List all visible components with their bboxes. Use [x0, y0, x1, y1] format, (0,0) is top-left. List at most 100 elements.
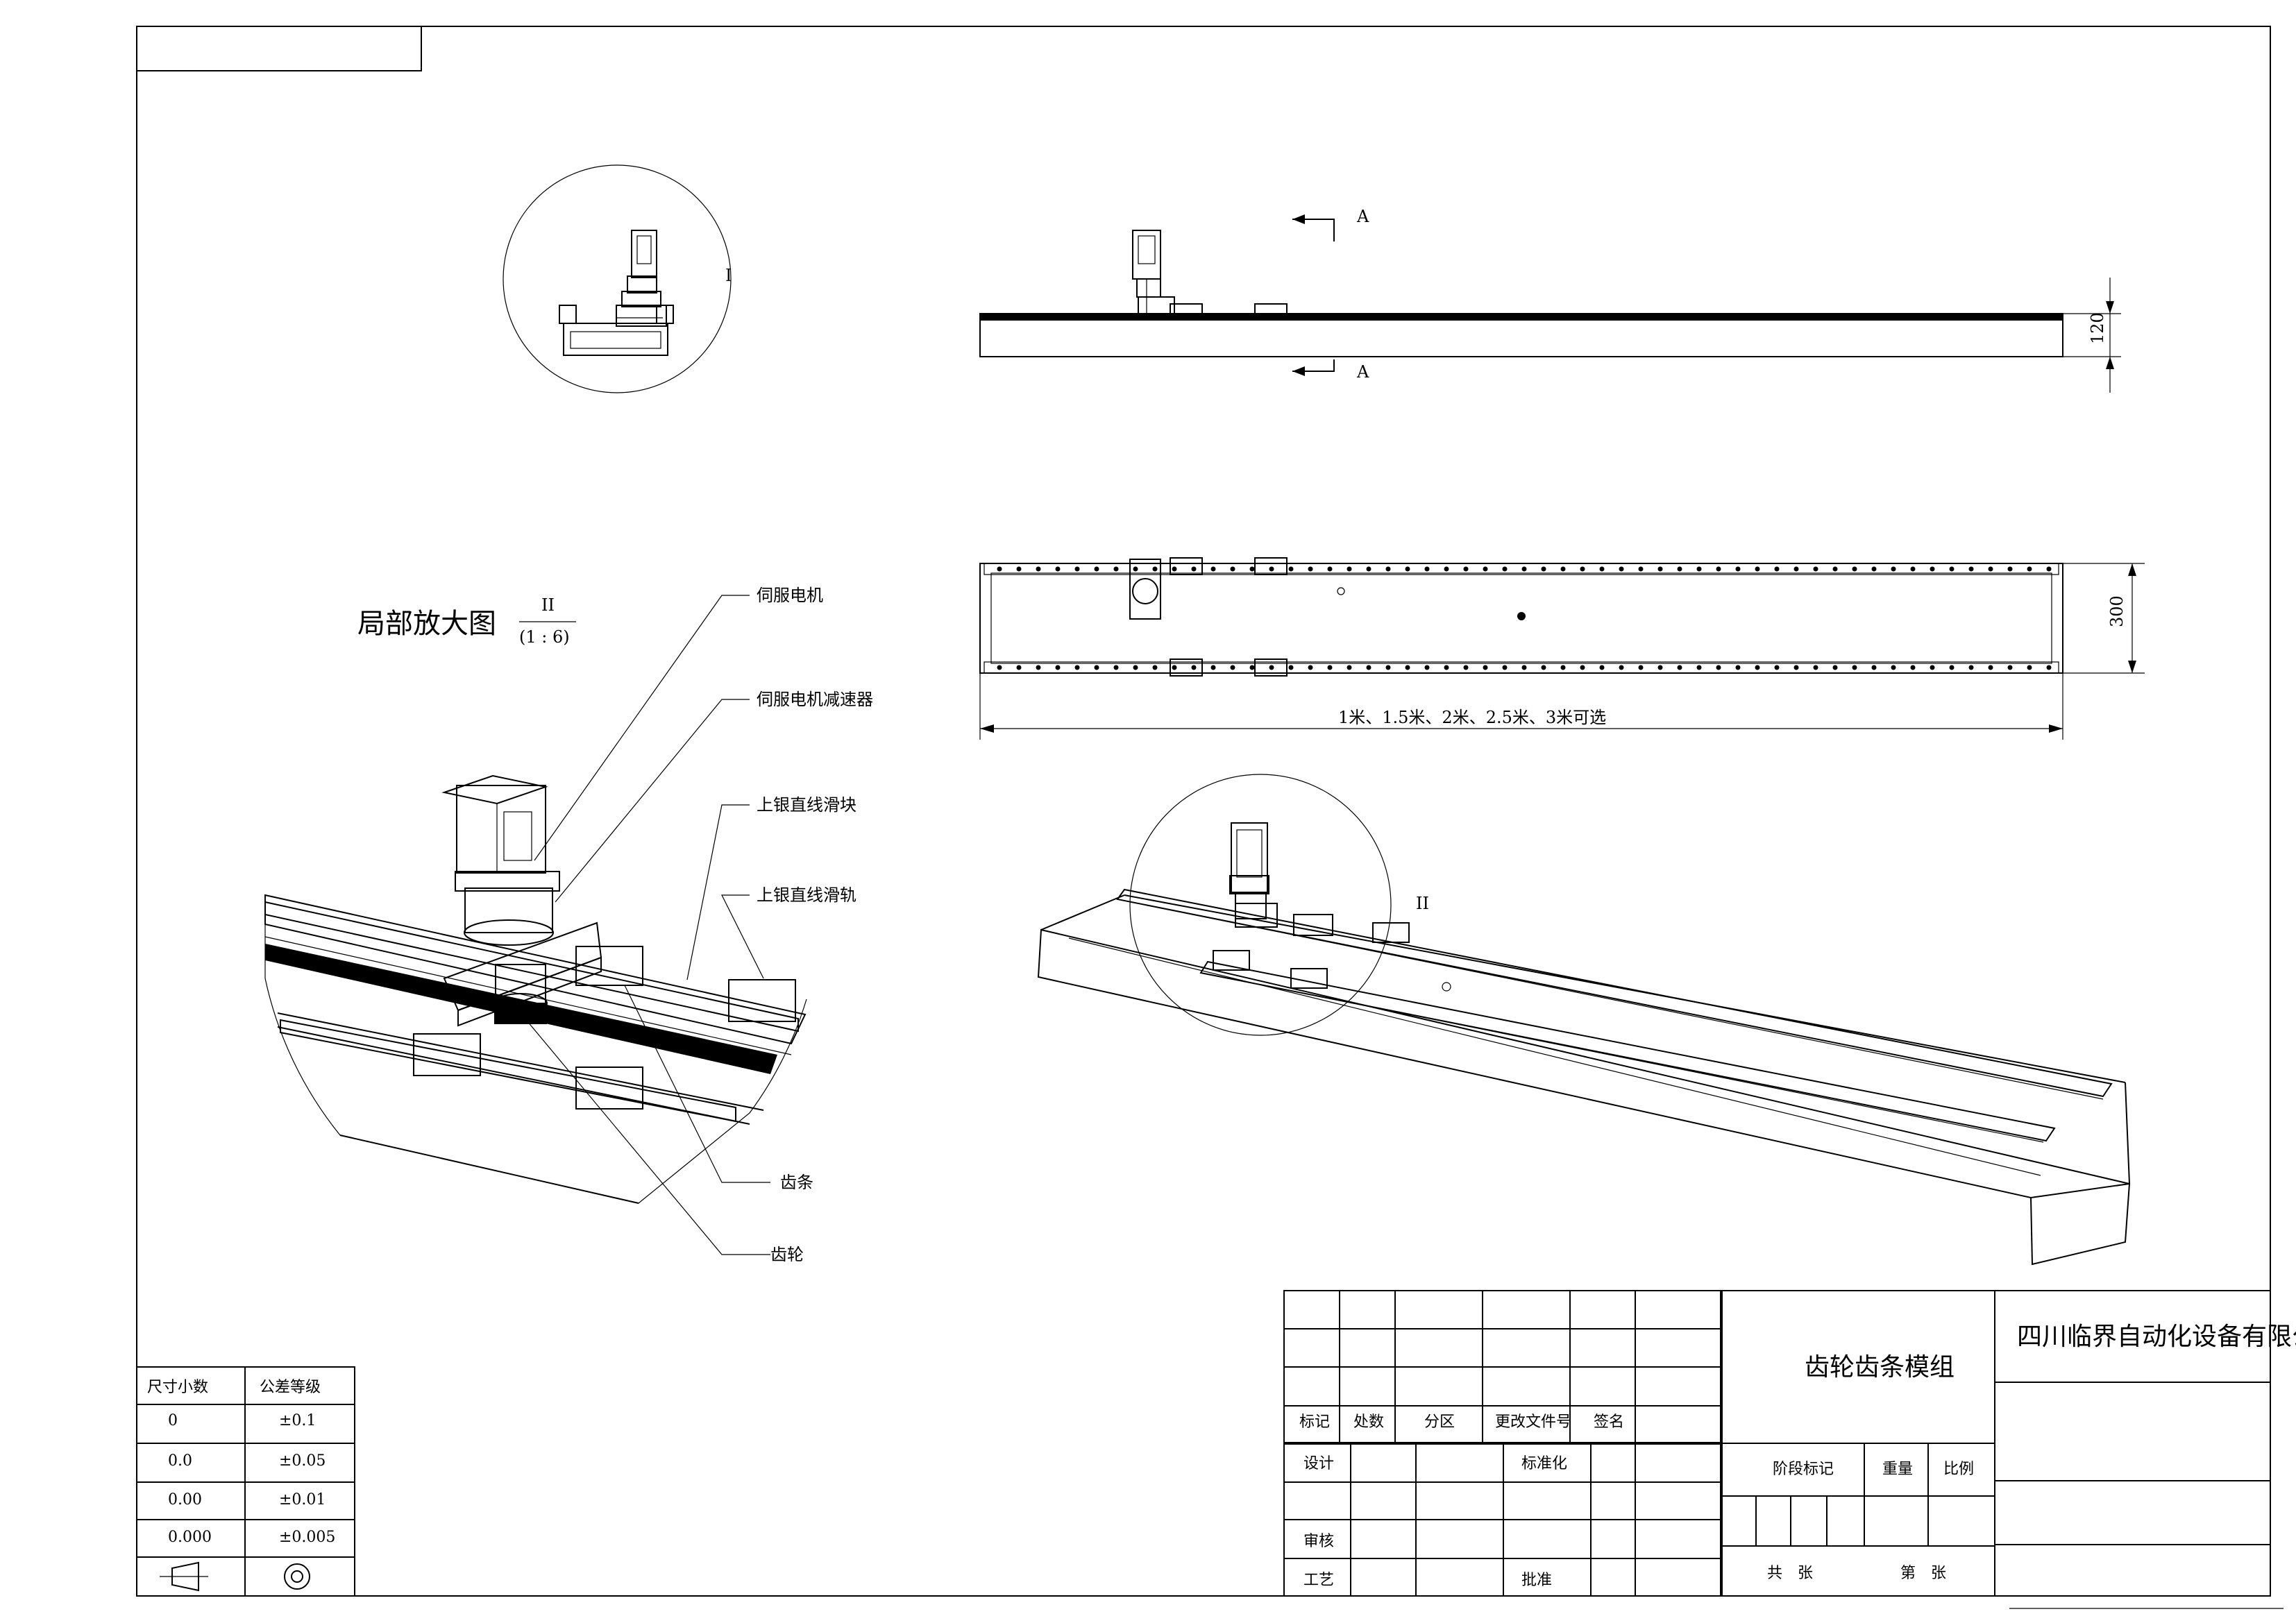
rail-hole	[1774, 566, 1780, 572]
rail-hole	[1657, 566, 1663, 572]
rail-hole	[1968, 665, 1974, 670]
rail-hole	[1521, 566, 1527, 572]
rail-hole	[1366, 566, 1371, 572]
rail-hole	[1424, 566, 1430, 572]
rev-header: 标记	[1299, 1413, 1330, 1431]
label-review: 审核	[1303, 1533, 1334, 1550]
rail-hole	[1094, 665, 1099, 670]
label-total-sheets: 共 张	[1767, 1565, 1813, 1582]
rail-hole	[1910, 665, 1916, 670]
tol-cell: ±0.1	[279, 1412, 316, 1429]
rail-hole	[2046, 566, 2052, 572]
rail-hole	[1638, 665, 1644, 670]
rev-header: 更改文件号	[1495, 1413, 1571, 1431]
rail-hole	[1852, 566, 1857, 572]
tol-cell: 0.000	[168, 1529, 212, 1546]
rail-hole	[1483, 665, 1488, 670]
tol-cell: ±0.05	[279, 1452, 326, 1470]
rail-hole	[1949, 566, 1955, 572]
rail-hole	[2007, 665, 2013, 670]
rail-hole	[1327, 665, 1333, 670]
rail-hole	[1599, 665, 1605, 670]
rail-hole	[1113, 665, 1119, 670]
drawing-border	[136, 26, 2271, 1597]
rail-hole	[1813, 566, 1818, 572]
rail-hole	[1716, 665, 1721, 670]
rail-hole	[1930, 566, 1935, 572]
rail-hole	[1347, 665, 1352, 670]
rail-hole	[1055, 566, 1061, 572]
rail-hole	[1133, 566, 1138, 572]
rail-hole	[1172, 665, 1177, 670]
detail-view-i: I	[503, 164, 732, 393]
title-block: 标记 处数 分区 更改文件号 签名 设计 标准化 审核 工艺 批准 齿轮齿条模组…	[1283, 1290, 2296, 1597]
front-view: A A 120	[979, 207, 2121, 393]
rail-hole	[1172, 566, 1177, 572]
company-name: 四川临界自动化设备有限公司	[2017, 1323, 2296, 1351]
rail-hole	[1988, 566, 1993, 572]
rail-hole	[1619, 566, 1624, 572]
rail-hole	[1444, 566, 1449, 572]
rail-hole	[1483, 566, 1488, 572]
rail-hole	[1405, 665, 1410, 670]
tol-header-grade: 公差等级	[260, 1379, 321, 1396]
rail-hole	[1774, 665, 1780, 670]
rail-hole	[2046, 665, 2052, 670]
rail-hole	[2007, 566, 2013, 572]
rail-hole	[1133, 665, 1138, 670]
detail-label: II	[541, 595, 555, 615]
rail-hole	[1560, 665, 1566, 670]
rail-hole	[1852, 665, 1857, 670]
rail-hole	[1288, 566, 1294, 572]
length-dimension: 1米、1.5米、2米、2.5米、3米可选	[1338, 708, 1606, 727]
label-process: 工艺	[1303, 1572, 1334, 1589]
rail-hole	[1424, 665, 1430, 670]
rail-hole	[1152, 665, 1158, 670]
rail-hole	[1832, 665, 1838, 670]
projection-symbol-icon	[160, 1561, 310, 1592]
rail-hole	[1677, 665, 1682, 670]
callout-slider: 上银直线滑块	[757, 795, 856, 815]
label-standardization: 标准化	[1521, 1455, 1567, 1472]
rail-hole	[1308, 566, 1313, 572]
callout-rack: 齿条	[780, 1173, 813, 1192]
rail-hole	[1288, 665, 1294, 670]
detail-view-ii: 局部放大图 II (1 : 6)	[264, 586, 873, 1264]
label-weight: 重量	[1882, 1461, 1913, 1478]
rail-hole	[1444, 665, 1449, 670]
tol-header-size: 尺寸小数	[147, 1379, 208, 1396]
rail-hole	[1055, 665, 1061, 670]
rail-hole	[2027, 566, 2032, 572]
detail-title: 局部放大图	[357, 608, 496, 640]
detail-i-mark: I	[725, 266, 732, 285]
rail-hole	[1930, 665, 1935, 670]
rail-hole	[1657, 665, 1663, 670]
rail-hole	[1366, 665, 1371, 670]
rail-hole	[1405, 566, 1410, 572]
rail-hole	[1716, 566, 1721, 572]
rail-hole	[1094, 566, 1099, 572]
rail-hole	[1949, 665, 1955, 670]
rail-hole	[1308, 665, 1313, 670]
rail-hole	[1463, 566, 1469, 572]
rail-hole	[1074, 566, 1080, 572]
rail-hole	[1755, 665, 1760, 670]
rail-hole	[1560, 566, 1566, 572]
width-dimension: 300	[2107, 595, 2127, 627]
label-design: 设计	[1303, 1455, 1334, 1472]
label-approve: 批准	[1521, 1572, 1552, 1589]
label-stage-mark: 阶段标记	[1773, 1461, 1834, 1478]
rail-hole	[1696, 566, 1702, 572]
rail-hole	[1385, 665, 1391, 670]
height-dimension: 120	[2088, 312, 2107, 344]
rail-hole	[2027, 665, 2032, 670]
tol-cell: ±0.01	[279, 1491, 326, 1509]
tol-cell: 0	[168, 1412, 178, 1429]
callout-gear: 齿轮	[770, 1245, 804, 1264]
rail-hole	[1696, 665, 1702, 670]
rail-hole	[1502, 665, 1508, 670]
rail-hole	[1269, 566, 1274, 572]
rail-hole	[1638, 566, 1644, 572]
tol-cell: ±0.005	[279, 1529, 335, 1546]
